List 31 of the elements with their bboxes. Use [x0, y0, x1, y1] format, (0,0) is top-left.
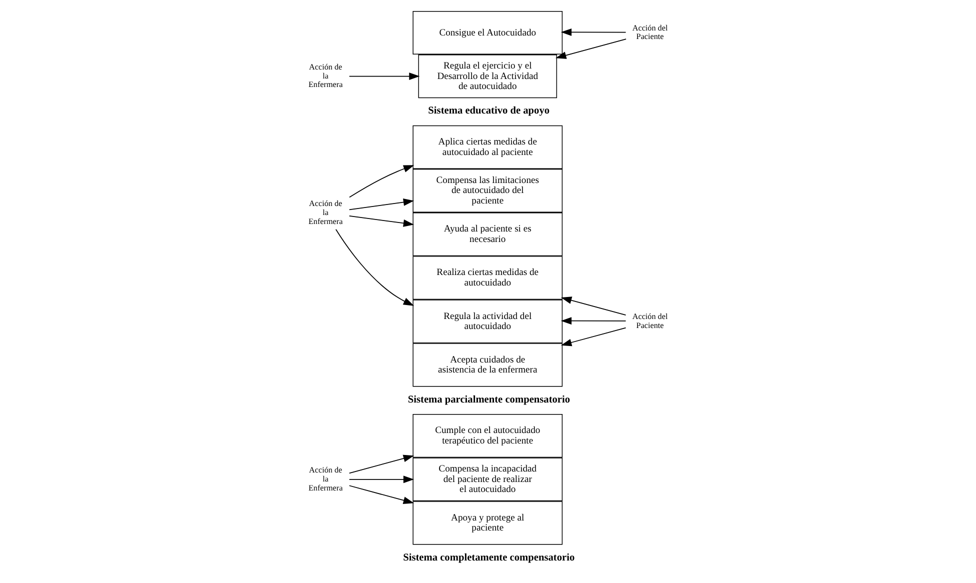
node-box: Cumple con el autocuidado terapéutico del paciente — [412, 414, 563, 458]
node-text: Acción de la Enfermera — [308, 199, 343, 226]
arrow — [348, 485, 414, 504]
arrow — [560, 327, 626, 346]
arrow — [348, 476, 414, 484]
arrow — [348, 216, 414, 227]
arrow — [560, 296, 626, 316]
node-box: Compensa las limitaciones de autocuidado del paciente — [412, 168, 563, 212]
node-text: Acción del Paciente — [632, 312, 668, 330]
node-box: Realiza ciertas medidas de autocuidado — [412, 256, 563, 300]
arrow — [556, 38, 626, 59]
node-box: Aplica ciertas medidas de autocuidado al paciente — [412, 125, 563, 169]
arrow — [560, 317, 626, 325]
arrow — [348, 454, 414, 474]
node-text: Acción del Paciente — [632, 23, 668, 42]
node-box: Consigue el Autocuidado — [412, 10, 563, 55]
node-box: Acepta cuidados de asistencia de la enfermera — [412, 343, 563, 387]
arrow — [560, 28, 626, 36]
arrow — [349, 165, 414, 198]
arrow — [348, 198, 414, 210]
label: Sistema parcialmente compensatorio — [408, 394, 570, 406]
arrow — [348, 72, 420, 80]
node-box: Ayuda al paciente si es necesario — [412, 212, 563, 256]
label: Sistema educativo de apoyo — [428, 106, 550, 117]
node-box: Apoya y protege al paciente — [412, 501, 563, 545]
node-text: Acción de la Enfermera — [308, 466, 343, 492]
node-box: Regula el ejercicio y el Desarrollo de la Actividad de autocuidado — [418, 54, 558, 98]
node-box: Compensa la incapacidad del paciente de realizar el autocuidado — [412, 458, 563, 502]
node-text: Acción de la Enfermera — [308, 62, 343, 90]
arrow — [335, 228, 414, 306]
node-box: Regula la actividad del autocuidado — [412, 300, 563, 344]
